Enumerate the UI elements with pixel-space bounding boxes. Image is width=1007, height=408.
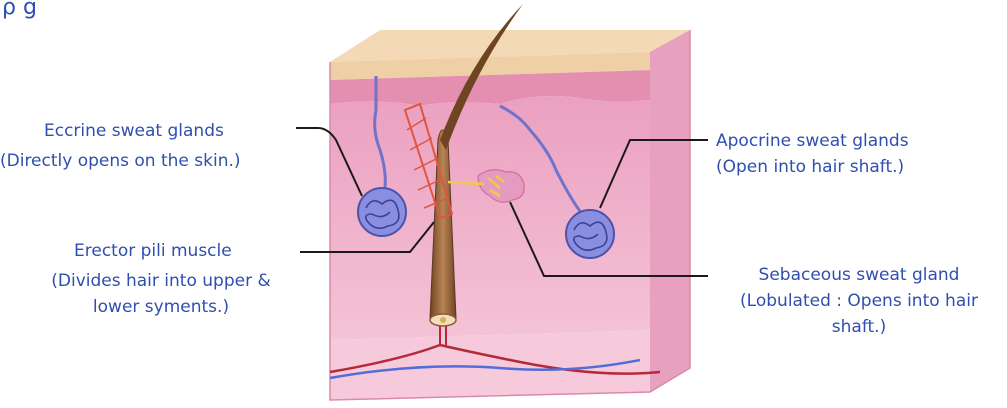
- label-erector-title: Erector pili muscle: [74, 238, 232, 264]
- label-erector-pili-muscle: Erector pili muscle: [74, 238, 232, 264]
- label-apocrine-note: (Open into hair shaft.): [716, 154, 909, 180]
- label-eccrine-note: (Directly opens on the skin.): [0, 148, 241, 174]
- label-sebaceous-sweat-gland: Sebaceous sweat gland (Lobulated : Opens…: [716, 262, 1002, 340]
- label-apocrine-sweat-glands: Apocrine sweat glands (Open into hair sh…: [716, 128, 909, 180]
- label-eccrine-description: (Directly opens on the skin.): [0, 148, 241, 174]
- label-apocrine-title: Apocrine sweat glands: [716, 128, 909, 154]
- label-erector-note-1: (Divides hair into upper &: [26, 268, 296, 294]
- label-sebaceous-title: Sebaceous sweat gland: [716, 262, 1002, 288]
- label-erector-note-2: lower syments.): [26, 294, 296, 320]
- label-erector-description: (Divides hair into upper & lower syments…: [26, 268, 296, 320]
- hair-papilla-dots: [440, 317, 446, 323]
- label-sebaceous-note-1: (Lobulated : Opens into hair: [716, 288, 1002, 314]
- label-sebaceous-note-2: shaft.): [716, 314, 1002, 340]
- label-eccrine-title: Eccrine sweat glands: [44, 118, 224, 144]
- heading-fragment: ρ g: [2, 0, 37, 20]
- label-eccrine-sweat-glands: Eccrine sweat glands: [44, 118, 224, 144]
- skin-block-side: [650, 30, 690, 392]
